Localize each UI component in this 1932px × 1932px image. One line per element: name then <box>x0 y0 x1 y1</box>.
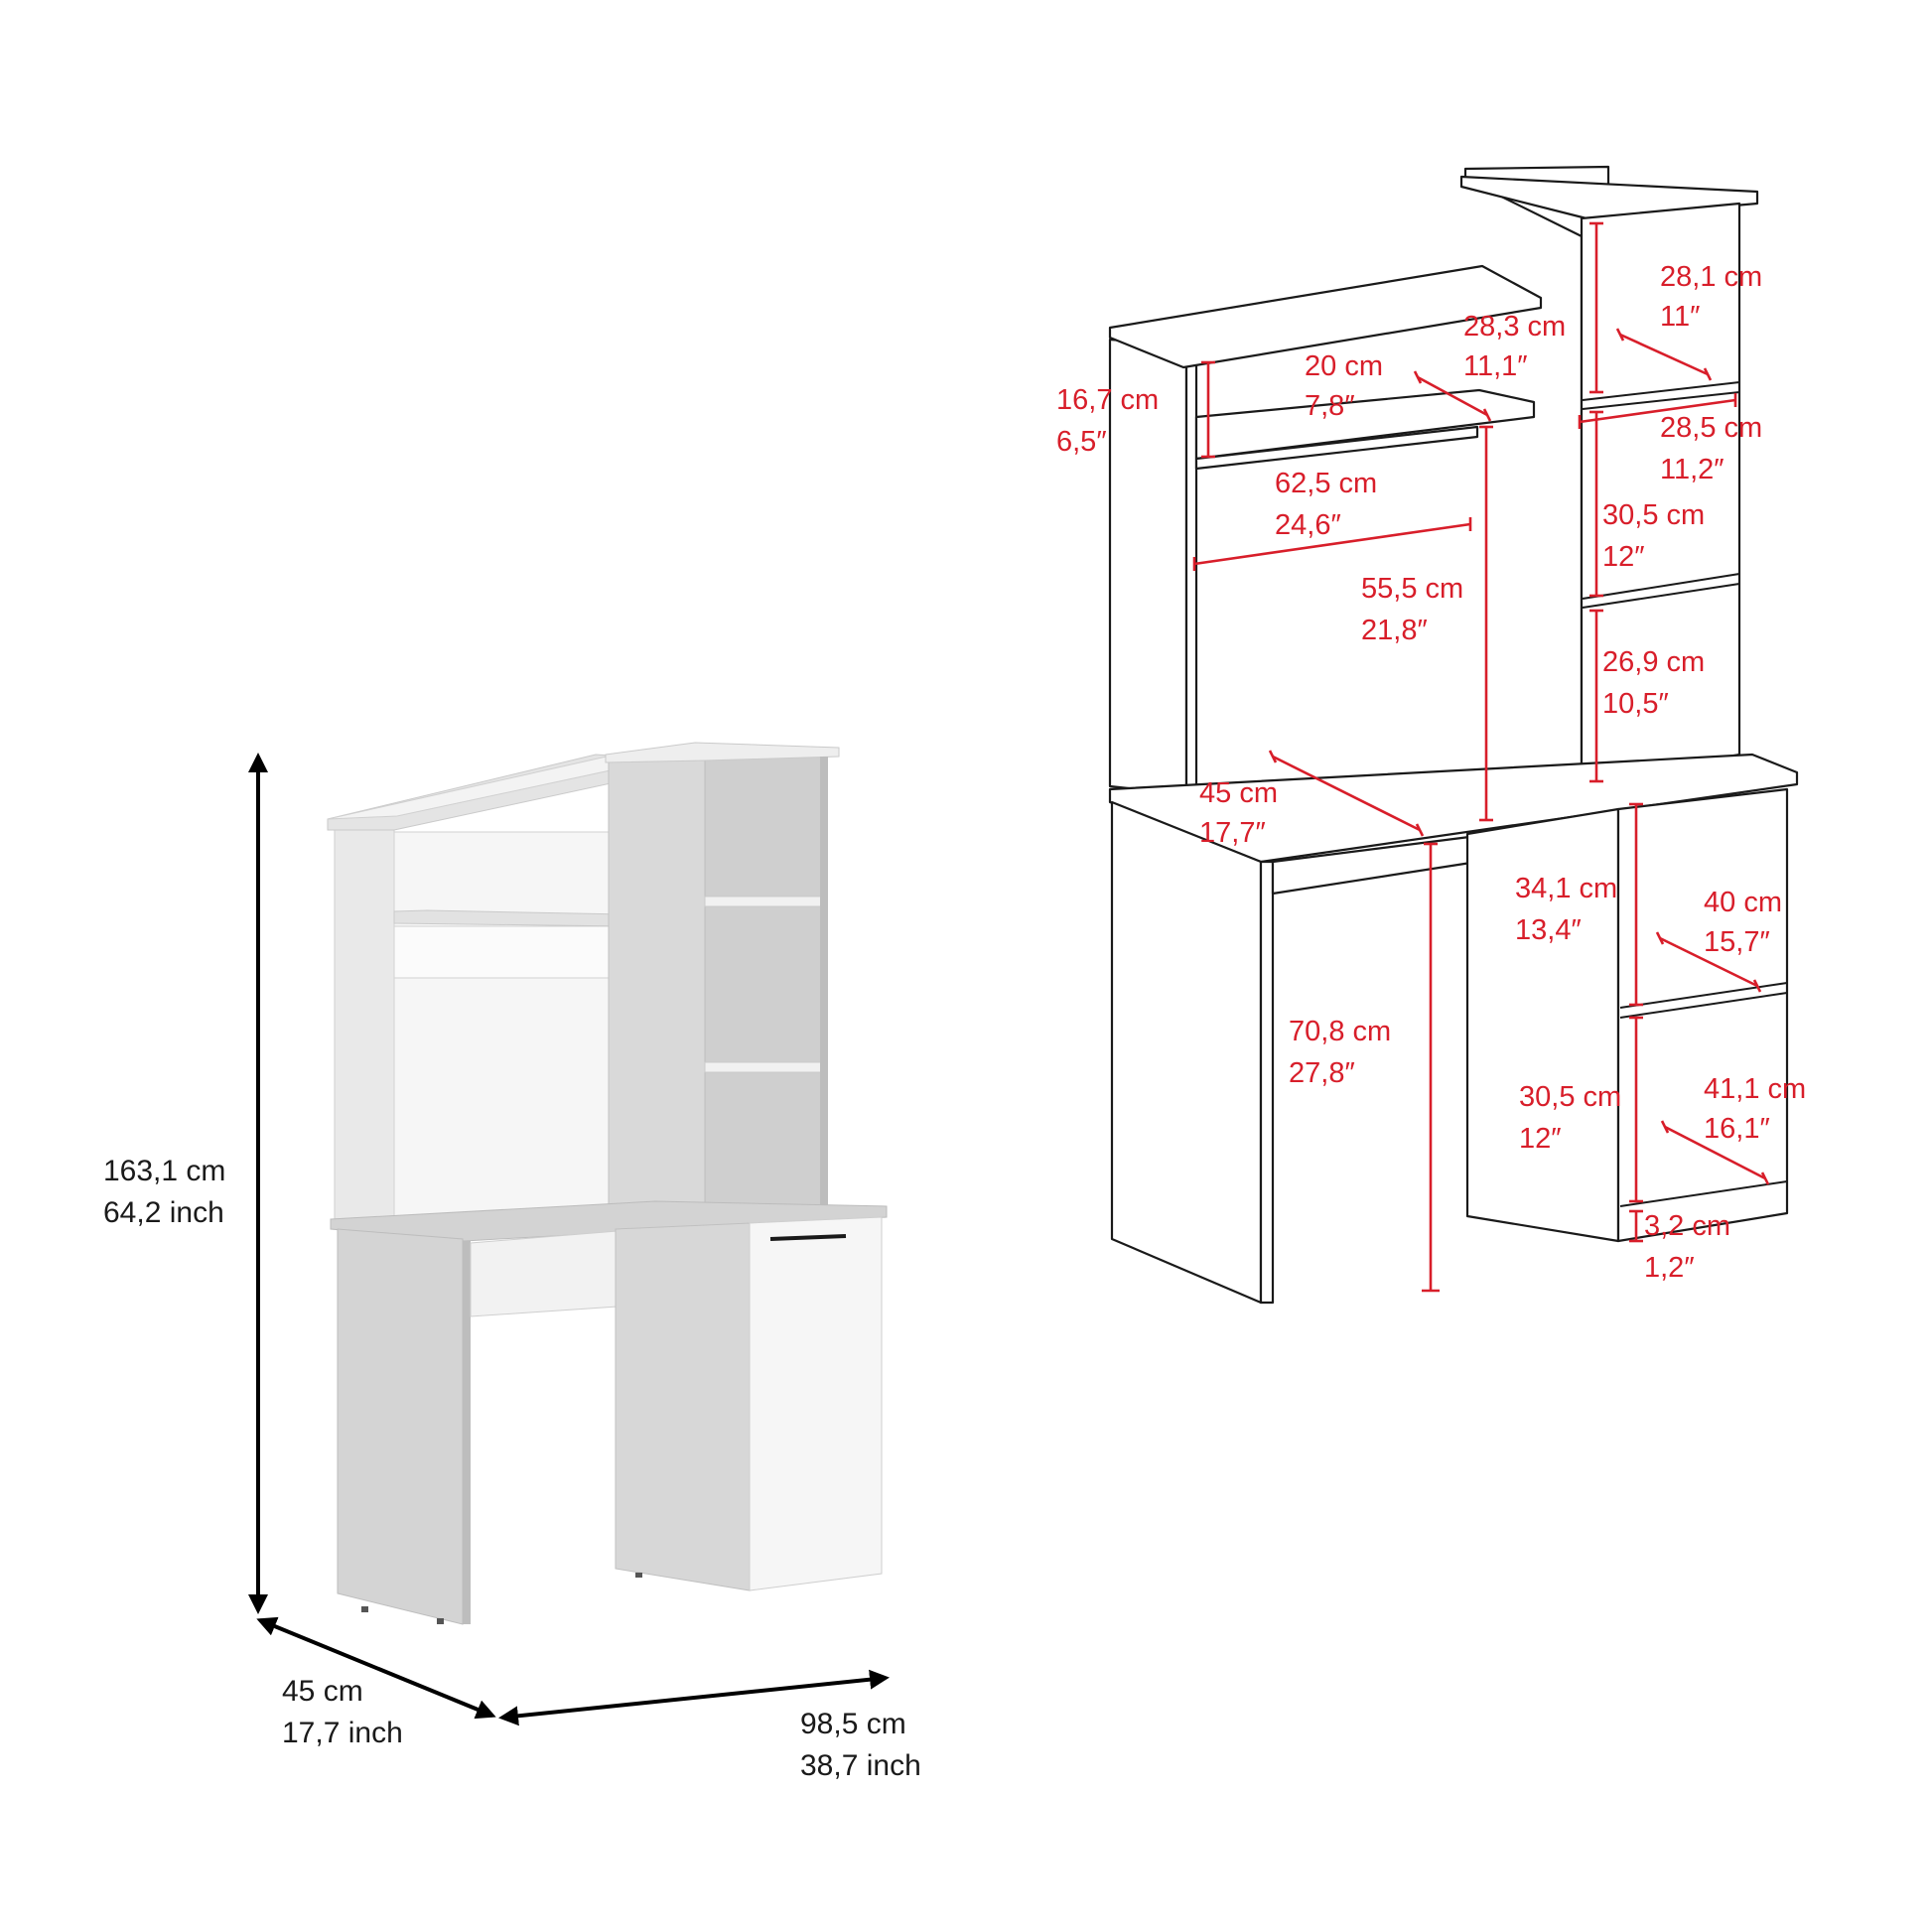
dim-cabinet-lower-in: 12″ <box>1519 1123 1562 1155</box>
overall-depth-arrow <box>256 1616 496 1720</box>
dim-top-shelf-height-in: 6,5″ <box>1056 426 1107 458</box>
dim-tower-bottom-cm: 26,9 cm <box>1602 646 1705 678</box>
dim-tower-top-in: 11″ <box>1660 301 1700 333</box>
overall-depth-cm: 45 cm <box>282 1675 363 1708</box>
dim-tower-depth-cm: 28,3 cm <box>1463 311 1566 343</box>
dim-cabinet-upper-depth-in: 15,7″ <box>1704 926 1770 958</box>
overall-height-inch: 64,2 inch <box>103 1196 224 1229</box>
dim-tower-bottom-in: 10,5″ <box>1602 688 1669 720</box>
dim-hutch-height-in: 21,8″ <box>1361 615 1428 646</box>
desk-line-drawing <box>1108 165 1799 1305</box>
dim-floor-clearance-in: 1,2″ <box>1644 1252 1695 1284</box>
overall-dimension-arrows <box>248 753 890 1726</box>
dim-tower-mid-cm: 30,5 cm <box>1602 499 1705 531</box>
overall-labels: 163,1 cm 64,2 inch 45 cm 17,7 inch 98,5 … <box>103 1155 921 1782</box>
dim-cabinet-upper-in: 13,4″ <box>1515 914 1582 946</box>
dimension-labels: 16,7 cm 6,5″ 20 cm 7,8″ 62,5 cm 24,6″ 55… <box>1056 261 1806 1284</box>
dim-tower-width-cm: 28,5 cm <box>1660 412 1762 444</box>
dim-top-shelf-depth-in: 7,8″ <box>1305 390 1355 422</box>
cabinet-handle-icon <box>769 1234 847 1241</box>
dim-cabinet-lower-depth-cm: 41,1 cm <box>1704 1073 1806 1105</box>
overall-height-cm: 163,1 cm <box>103 1155 225 1187</box>
dim-cabinet-lower-depth-in: 16,1″ <box>1704 1113 1770 1145</box>
dim-desk-depth-in: 17,7″ <box>1199 817 1266 849</box>
dim-hutch-width-in: 24,6″ <box>1275 509 1341 541</box>
desk-render <box>327 742 888 1625</box>
overall-depth-inch: 17,7 inch <box>282 1717 403 1749</box>
dim-desk-depth-cm: 45 cm <box>1199 777 1278 809</box>
dim-desk-height-in: 27,8″ <box>1289 1057 1355 1089</box>
dim-tower-mid-in: 12″ <box>1602 541 1645 573</box>
dim-tower-width-in: 11,2″ <box>1660 454 1725 485</box>
overall-width-cm: 98,5 cm <box>800 1708 906 1740</box>
dim-top-shelf-depth-cm: 20 cm <box>1305 350 1383 382</box>
dim-cabinet-upper-cm: 34,1 cm <box>1515 873 1617 904</box>
dim-cabinet-lower-cm: 30,5 cm <box>1519 1081 1621 1113</box>
dim-hutch-width-cm: 62,5 cm <box>1275 468 1377 499</box>
overall-width-arrow <box>498 1669 890 1726</box>
dim-floor-clearance-cm: 3,2 cm <box>1644 1210 1730 1242</box>
dim-tower-top-cm: 28,1 cm <box>1660 261 1762 293</box>
dimension-lines <box>1192 221 1770 1293</box>
dim-hutch-height-cm: 55,5 cm <box>1361 573 1463 605</box>
dim-tower-depth-in: 11,1″ <box>1463 350 1528 382</box>
overall-width-inch: 38,7 inch <box>800 1749 921 1782</box>
dim-top-shelf-height-cm: 16,7 cm <box>1056 384 1159 416</box>
dim-desk-height-cm: 70,8 cm <box>1289 1016 1391 1047</box>
dim-cabinet-upper-depth-cm: 40 cm <box>1704 887 1782 918</box>
